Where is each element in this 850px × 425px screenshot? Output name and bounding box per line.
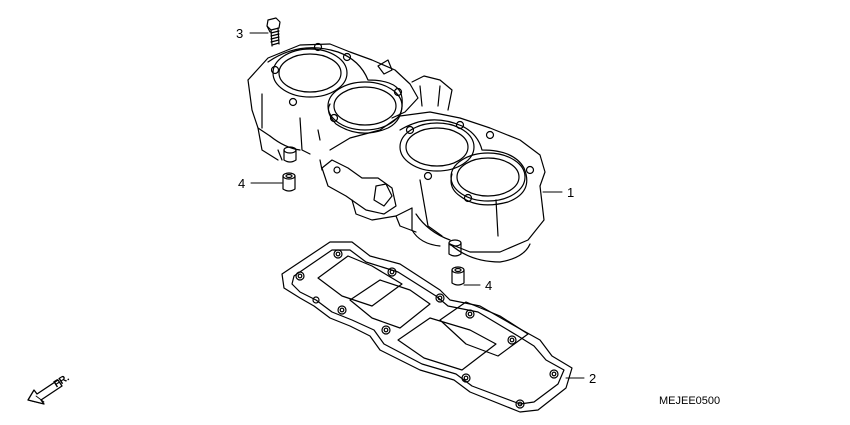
cylinder-bore-4	[450, 152, 526, 202]
callout-2: 2	[589, 371, 597, 386]
dowel-pin-block	[283, 146, 297, 163]
cylinder-bore-2	[327, 81, 403, 131]
callout-1: 1	[567, 185, 575, 200]
diagram-code: MEJEE0500	[659, 395, 721, 407]
callout-4-lower: 4	[485, 278, 493, 293]
callout-3: 3	[236, 26, 244, 41]
stud-bolt	[266, 17, 281, 47]
head-bolt-holes	[270, 42, 535, 203]
leader-lines	[249, 32, 585, 379]
cylinder-block	[247, 42, 546, 263]
callout-4-upper: 4	[238, 176, 246, 191]
dowel-pin-block-lower	[448, 239, 462, 257]
cylinder-base-gasket	[281, 241, 573, 413]
cylinder-bore-3	[399, 122, 475, 172]
dowel-pin-lower	[451, 266, 465, 286]
dowel-pin-upper	[282, 172, 296, 192]
cylinder-bore-1	[272, 48, 348, 98]
front-direction-arrow	[27, 379, 63, 405]
